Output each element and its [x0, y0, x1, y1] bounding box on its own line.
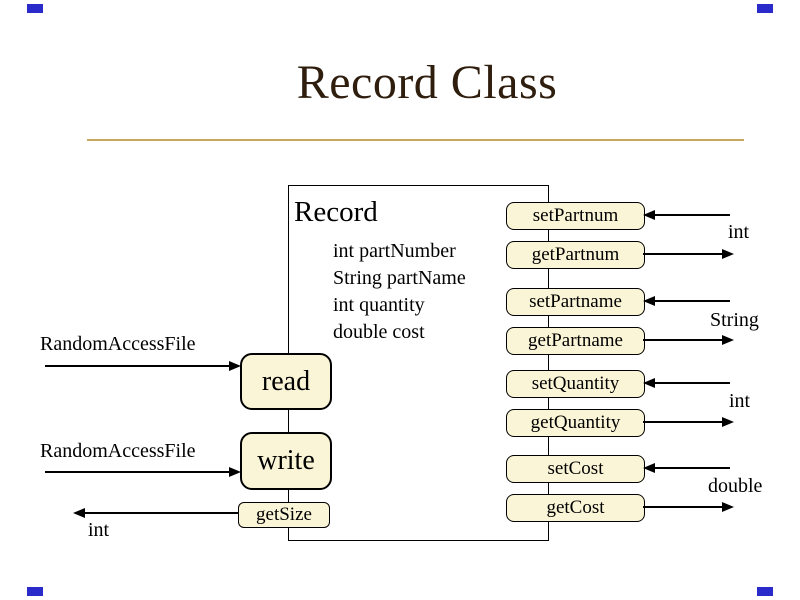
method-box-setpartnum: setPartnum	[506, 202, 645, 230]
write-input-arrow	[45, 471, 229, 473]
record-field: String partName	[333, 267, 466, 289]
method-box-setcost: setCost	[506, 455, 645, 483]
method-label-setpartname: setPartname	[529, 291, 622, 312]
getpartname-output-arrow	[643, 339, 722, 341]
setquantity-input-arrow	[654, 382, 730, 384]
record-field: int quantity	[333, 294, 425, 316]
getsize-output-arrowhead-icon	[73, 508, 85, 518]
method-box-setpartname: setPartname	[506, 288, 645, 316]
method-label-read: read	[261, 365, 311, 397]
write-param-label: RandomAccessFile	[40, 440, 196, 462]
method-label-getquantity: getQuantity	[530, 412, 621, 433]
method-label-getpartnum: getPartnum	[531, 244, 620, 265]
setcost-input-arrowhead-icon	[643, 463, 655, 473]
record-field: int partNumber	[333, 240, 456, 262]
type-label-partname: String	[710, 309, 759, 331]
title-underline	[87, 139, 744, 141]
method-label-setpartnum: setPartnum	[532, 205, 619, 226]
read-param-label: RandomAccessFile	[40, 333, 196, 355]
method-label-getcost: getCost	[546, 497, 605, 518]
getsize-return-type-label: int	[88, 519, 110, 541]
method-label-getsize: getSize	[256, 504, 312, 525]
method-box-setquantity: setQuantity	[506, 370, 645, 398]
setpartnum-input-arrow	[654, 214, 730, 216]
slide-corner-mark	[27, 587, 43, 596]
slide-corner-mark	[757, 587, 773, 596]
record-fields-list: int partNumber String partName int quant…	[333, 238, 466, 346]
method-label-setquantity: setQuantity	[531, 373, 620, 394]
method-box-getquantity: getQuantity	[506, 409, 645, 437]
setpartname-input-arrowhead-icon	[643, 296, 655, 306]
method-label-write: write	[257, 445, 315, 476]
write-input-arrowhead-icon	[229, 467, 241, 477]
method-box-getpartname: getPartname	[506, 327, 645, 355]
setpartname-input-arrow	[654, 300, 730, 302]
setpartnum-input-arrowhead-icon	[643, 210, 655, 220]
method-box-read: read	[240, 353, 332, 410]
getpartnum-output-arrowhead-icon	[722, 249, 734, 259]
getpartname-output-arrowhead-icon	[722, 335, 734, 345]
getquantity-output-arrowhead-icon	[722, 417, 734, 427]
setquantity-input-arrowhead-icon	[643, 378, 655, 388]
page-title: Record Class	[296, 56, 558, 109]
read-input-arrowhead-icon	[229, 361, 241, 371]
record-class-name: Record	[294, 196, 378, 228]
method-box-getcost: getCost	[506, 494, 645, 522]
getquantity-output-arrow	[643, 421, 722, 423]
type-label-partnum: int	[728, 221, 750, 243]
slide-corner-mark	[27, 4, 43, 13]
getsize-output-arrow	[85, 512, 238, 514]
type-label-quantity: int	[729, 390, 751, 412]
method-box-getpartnum: getPartnum	[506, 241, 645, 269]
type-label-cost: double	[708, 475, 763, 497]
getpartnum-output-arrow	[643, 253, 722, 255]
getcost-output-arrowhead-icon	[722, 502, 734, 512]
read-input-arrow	[45, 365, 229, 367]
getcost-output-arrow	[643, 506, 722, 508]
method-box-write: write	[240, 432, 332, 490]
method-box-getsize: getSize	[238, 502, 330, 528]
method-label-getpartname: getPartname	[528, 330, 623, 351]
slide-corner-mark	[757, 4, 773, 13]
record-field: double cost	[333, 321, 425, 343]
setcost-input-arrow	[654, 467, 730, 469]
method-label-setcost: setCost	[547, 458, 604, 479]
